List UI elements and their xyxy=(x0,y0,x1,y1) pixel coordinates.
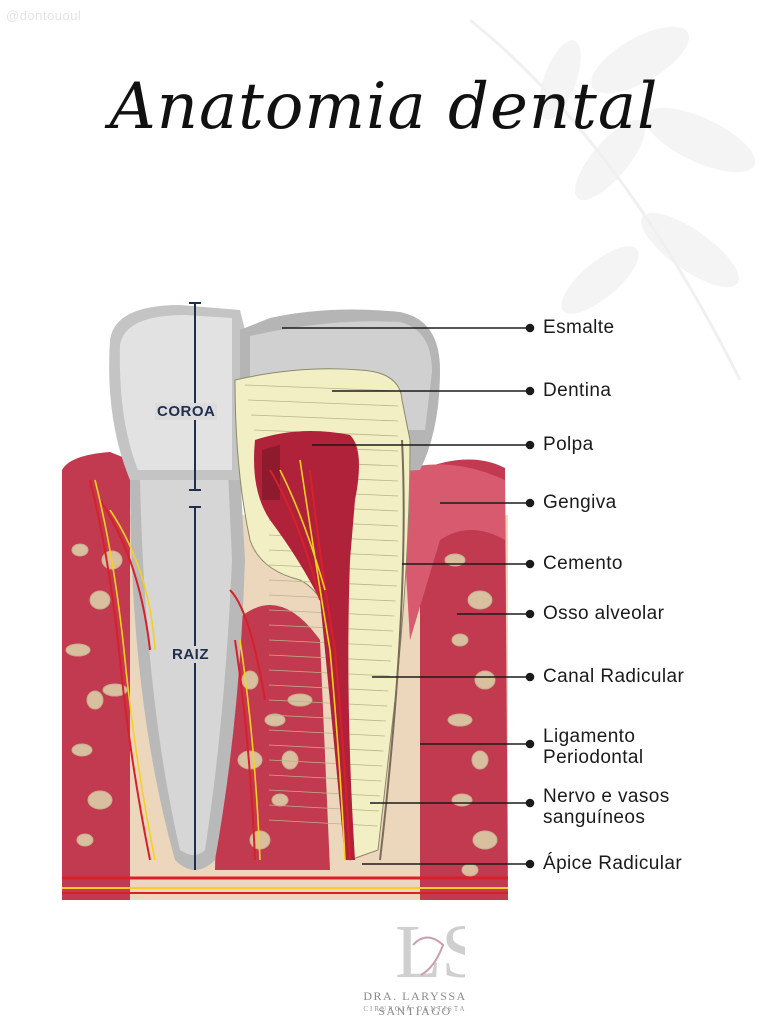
dentin-tubule xyxy=(247,399,399,407)
label-line: sanguíneos xyxy=(543,807,646,828)
bone-pore xyxy=(87,790,113,810)
leader-dot-osso-alveolar xyxy=(525,609,535,619)
logo-name: DRA. LARYSSA SANTIAGO xyxy=(363,989,467,1018)
label-dentina: Dentina xyxy=(543,380,611,401)
dentin-tubule xyxy=(268,789,381,797)
gum-area-right xyxy=(420,459,508,900)
leader-dot-polpa xyxy=(525,440,535,450)
bone-pore xyxy=(472,830,498,850)
label-line: Osso alveolar xyxy=(543,603,665,624)
label-apice-radicular: Ápice Radicular xyxy=(543,853,682,874)
cementum xyxy=(379,439,405,861)
label-osso-alveolar: Osso alveolar xyxy=(543,603,664,624)
label-line: Gengiva xyxy=(543,492,617,513)
svg-text:LS: LS xyxy=(395,910,465,989)
label-line: Cemento xyxy=(543,553,623,574)
leader-dot-nervo-vasos xyxy=(525,798,535,808)
leader-dot-cemento xyxy=(525,559,535,569)
label-line: Canal Radicular xyxy=(543,666,685,687)
leader-dot-canal-radicular xyxy=(525,672,535,682)
gum-area xyxy=(62,452,130,900)
bone-pore xyxy=(89,590,111,610)
dentin-tubule xyxy=(268,699,388,707)
crown-bracket xyxy=(189,302,201,491)
logo: LS DRA. LARYSSA SANTIAGO CIRURGIÃ DENTIS… xyxy=(330,905,500,1020)
dentin-tubule xyxy=(244,384,399,392)
leader-dot-ligamento-periodontal xyxy=(525,739,535,749)
dentin-tubules xyxy=(244,384,399,827)
dentin-tubule xyxy=(268,714,387,722)
bone-pore xyxy=(451,633,469,647)
dentin-tubule xyxy=(268,819,378,827)
dentin-tubule xyxy=(250,414,399,422)
page-title: Anatomia dental xyxy=(109,70,659,144)
bone-pore xyxy=(271,793,289,807)
label-line: Ligamento xyxy=(543,726,636,747)
leaf-decoration xyxy=(469,18,756,381)
bone-pores xyxy=(65,543,498,877)
bone-pore xyxy=(471,750,489,770)
bone-pore xyxy=(86,690,104,710)
logo-subtitle: CIRURGIÃ DENTISTA xyxy=(363,1005,467,1013)
dentin-tubule xyxy=(268,804,379,812)
label-line: Polpa xyxy=(543,434,594,455)
leader-dot-esmalte xyxy=(525,323,535,333)
bone-pore xyxy=(447,713,473,727)
bone-pore xyxy=(102,683,128,697)
pulp xyxy=(254,431,359,860)
label-line: Periodontal xyxy=(543,747,644,768)
label-line: Esmalte xyxy=(543,317,615,338)
bone-pore xyxy=(467,590,493,610)
label-gengiva: Gengiva xyxy=(543,492,617,513)
bone-pore xyxy=(461,863,479,877)
label-cemento: Cemento xyxy=(543,553,623,574)
label-line: Dentina xyxy=(543,380,612,401)
crown-label: COROA xyxy=(155,403,218,420)
root-bracket xyxy=(189,506,201,870)
bone-pore xyxy=(71,743,93,757)
bone-pore xyxy=(444,553,466,567)
bone-pore xyxy=(76,833,94,847)
bone-pore xyxy=(281,750,299,770)
label-line: Ápice Radicular xyxy=(543,853,683,874)
bone-pore xyxy=(71,543,89,557)
label-esmalte: Esmalte xyxy=(543,317,614,338)
label-line: Nervo e vasos xyxy=(543,786,670,807)
dentin-tubule xyxy=(268,774,382,782)
label-canal-radicular: Canal Radicular xyxy=(543,666,684,687)
bone-pore xyxy=(474,670,496,690)
blood-vessels xyxy=(89,469,351,861)
leader-dot-gengiva xyxy=(525,498,535,508)
nerves xyxy=(94,459,346,861)
dentin-tubule xyxy=(268,759,383,767)
leader-dot-dentina xyxy=(525,386,535,396)
bone-pore xyxy=(287,693,313,707)
bone-pore xyxy=(65,643,91,657)
dentin-tubule xyxy=(268,729,385,737)
logo-monogram: LS xyxy=(395,910,465,989)
label-polpa: Polpa xyxy=(543,434,594,455)
watermark: @dontououl xyxy=(6,8,82,23)
leader-dot-apice-radicular xyxy=(525,859,535,869)
bone-pore xyxy=(451,793,473,807)
dentin-tubule xyxy=(268,744,384,752)
bone-pore xyxy=(264,713,286,727)
root-label: RAIZ xyxy=(170,646,211,663)
